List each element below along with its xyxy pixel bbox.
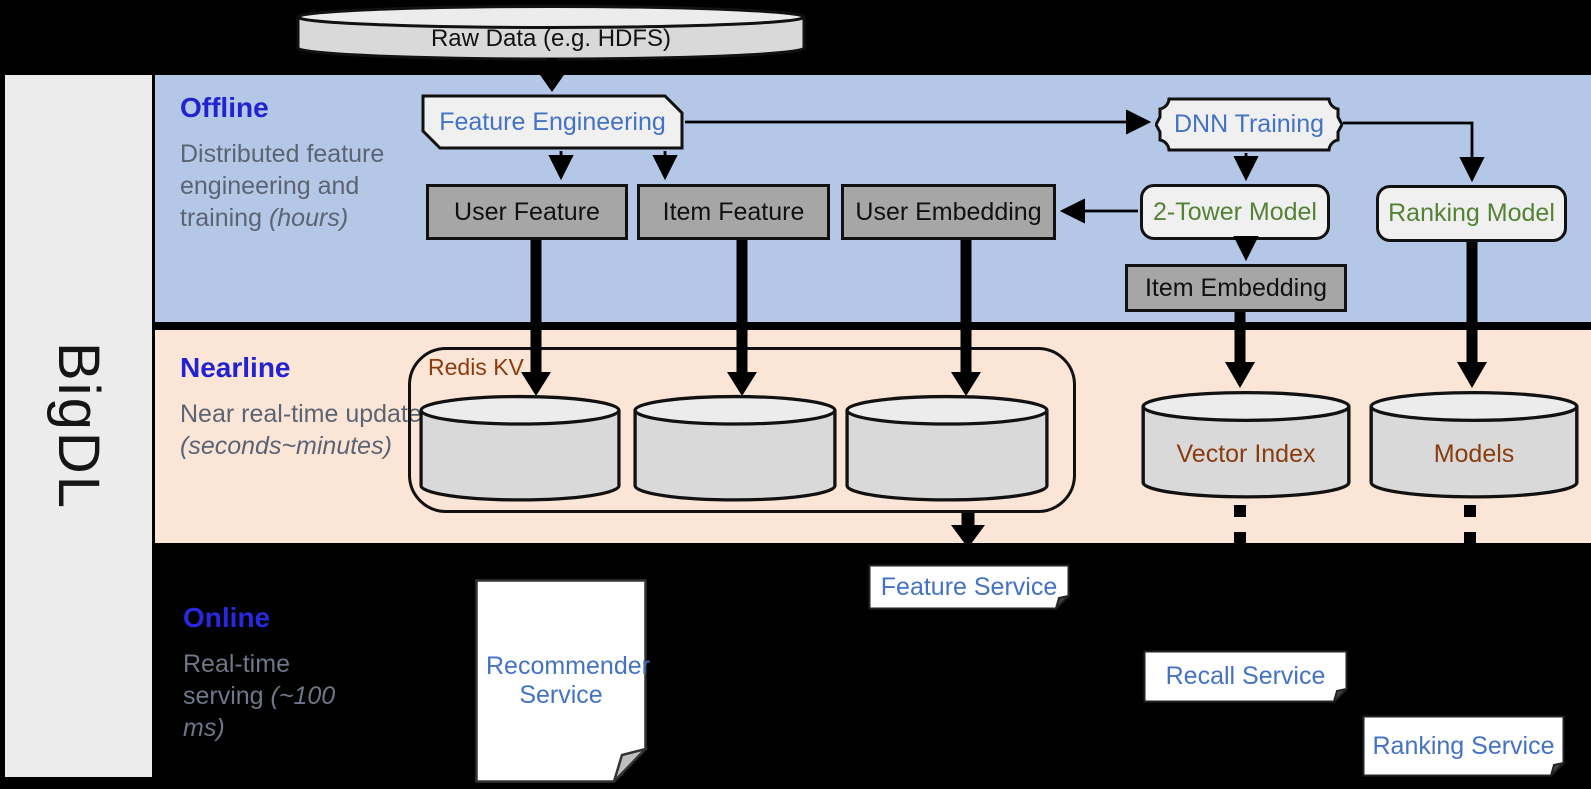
recall-service-node: Recall Service (1143, 650, 1348, 703)
redis-kv-label: Redis KV (428, 354, 524, 380)
redis-shard-cylinder-1 (418, 393, 622, 505)
two-tower-model-node: 2-Tower Model (1140, 184, 1330, 240)
online-subtitle-duration: (~100 ms) (183, 682, 336, 742)
dnn-training-label: DNN Training (1173, 110, 1325, 138)
vector-index-store: Vector Index (1140, 389, 1352, 502)
redis-shard-cylinder-2 (632, 393, 838, 505)
feature-service-node: Feature Service (868, 564, 1070, 610)
snip-corner-shape (421, 94, 684, 150)
document-fold-shape (1143, 650, 1348, 703)
offline-subtitle: Distributed feature engineering and trai… (180, 138, 432, 234)
nearline-subtitle-text: Near real-time update (180, 400, 422, 428)
cylinder-shape (633, 394, 837, 502)
raw-data-store: Raw Data (e.g. HDFS) (295, 3, 807, 63)
document-fold-shape (868, 564, 1070, 610)
offline-subtitle-duration: (hours) (268, 204, 349, 232)
cylinder-shape (845, 394, 1049, 502)
nearline-title: Nearline (180, 352, 291, 383)
recommender-service-label: Recommender Service (486, 652, 650, 709)
raw-data-label: Raw Data (e.g. HDFS) (430, 25, 672, 52)
redis-shard-cylinder-3 (844, 393, 1050, 505)
vector-index-label: Vector Index (1176, 440, 1316, 468)
item-embedding-node: Item Embedding (1125, 264, 1347, 312)
document-fold-shape (475, 579, 647, 783)
recall-service-label: Recall Service (1165, 662, 1326, 690)
cylinder-shape (419, 394, 621, 502)
online-subtitle: Real-time serving (~100 ms) (183, 648, 355, 744)
offline-subtitle-text: Distributed feature engineering and trai… (180, 140, 385, 232)
online-title: Online (183, 602, 271, 633)
feature-engineering-node: Feature Engineering (420, 93, 685, 151)
feature-service-label: Feature Service (880, 572, 1058, 601)
plaque-brace-shape (1155, 97, 1343, 152)
ranking-model-node: Ranking Model (1376, 185, 1567, 242)
cylinder-shape (1369, 390, 1579, 499)
cylinder-shape (296, 5, 806, 61)
two-tower-model-label: 2-Tower Model (1153, 197, 1317, 226)
cylinder-shape (1141, 390, 1351, 499)
item-feature-label: Item Feature (662, 197, 805, 226)
item-embedding-label: Item Embedding (1144, 273, 1328, 302)
recommender-service-node: Recommender Service (475, 579, 650, 783)
ranking-service-node: Ranking Service (1362, 715, 1565, 777)
ranking-model-label: Ranking Model (1388, 199, 1555, 227)
ranking-service-label: Ranking Service (1372, 731, 1555, 760)
nearline-subtitle: Near real-time update (seconds~minutes) (180, 398, 442, 462)
document-fold-shape (1362, 715, 1565, 777)
dnn-training-node: DNN Training (1155, 96, 1343, 153)
user-feature-label: User Feature (454, 197, 600, 226)
user-embedding-node: User Embedding (841, 184, 1056, 240)
online-subtitle-text: Real-time serving (183, 650, 290, 710)
item-feature-node: Item Feature (637, 184, 830, 240)
models-store: Models (1368, 389, 1580, 502)
bigdl-label: BigDL (46, 342, 111, 510)
bigdl-brand-bar: BigDL (5, 75, 152, 777)
offline-title: Offline (180, 92, 269, 123)
feature-engineering-label: Feature Engineering (439, 107, 666, 136)
user-embedding-label: User Embedding (855, 197, 1042, 226)
models-label: Models (1433, 440, 1515, 468)
nearline-subtitle-duration: (seconds~minutes) (180, 432, 392, 460)
user-feature-node: User Feature (426, 184, 628, 240)
